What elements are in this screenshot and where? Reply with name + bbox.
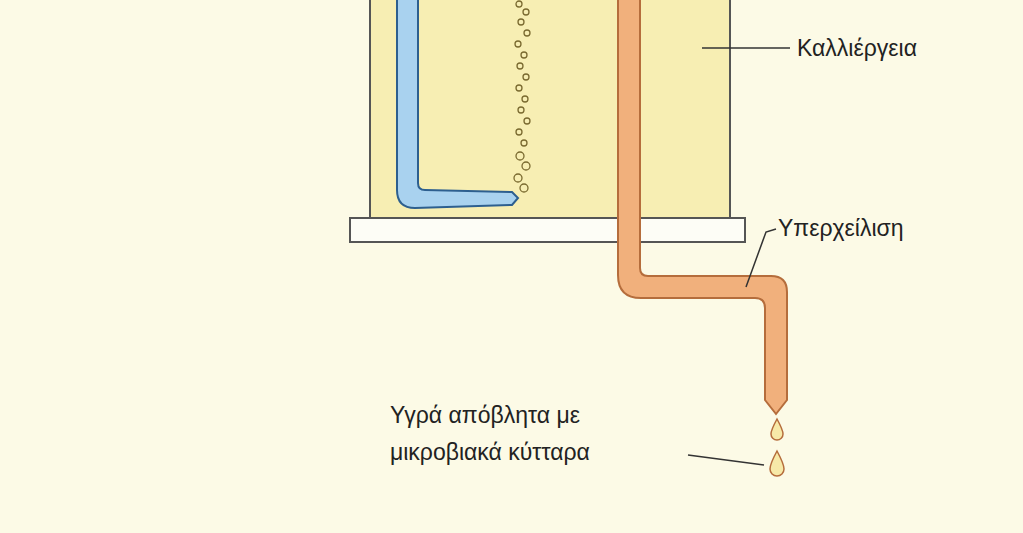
air-bubble — [518, 19, 524, 25]
air-bubble — [524, 30, 530, 36]
air-bubble — [516, 85, 522, 91]
air-inlet-tube — [397, 0, 518, 208]
air-bubble — [517, 63, 523, 69]
overflow-tube — [618, 0, 787, 414]
overflow-label: Υπερχείλιση — [778, 210, 998, 247]
leader-line — [688, 455, 764, 465]
air-bubble — [521, 140, 527, 146]
drop — [770, 451, 784, 476]
air-bubble — [523, 74, 529, 80]
culture-vessel — [370, 0, 730, 218]
air-bubble — [523, 9, 529, 15]
air-bubble — [515, 41, 521, 47]
air-bubble — [516, 1, 522, 7]
air-bubble — [520, 184, 528, 192]
air-bubble — [518, 107, 524, 113]
leader-line — [702, 47, 790, 49]
air-bubble — [522, 96, 528, 102]
base-plate — [350, 218, 745, 242]
air-bubble — [516, 152, 524, 160]
air-bubbles — [514, 1, 530, 192]
waste-label: Υγρά απόβλητα με μικροβιακά κύτταρα — [390, 397, 680, 471]
drop — [771, 419, 783, 440]
air-bubble — [514, 174, 522, 182]
culture-label: Καλλιέργεια — [797, 30, 1017, 67]
leader-line — [746, 229, 776, 287]
air-bubble — [516, 129, 522, 135]
air-bubble — [524, 118, 530, 124]
air-bubble — [522, 162, 530, 170]
air-bubble — [521, 52, 527, 58]
